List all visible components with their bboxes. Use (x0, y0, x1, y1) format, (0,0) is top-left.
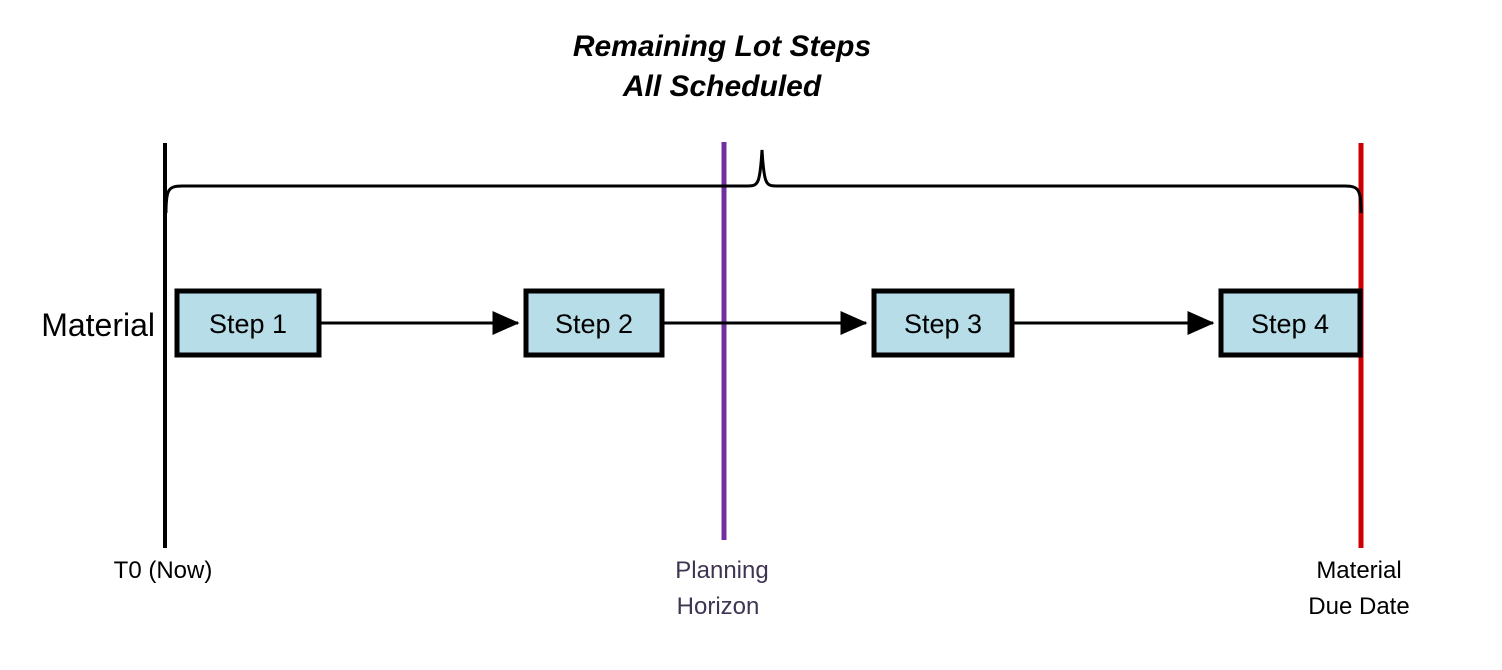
step-box-4-label: Step 4 (1251, 309, 1329, 339)
step-box-4-rect[interactable] (1218, 288, 1363, 358)
material-due-date-label-line-2: Due Date (1308, 593, 1409, 620)
step-box-3-label: Step 3 (904, 309, 982, 339)
remaining-lot-steps-brace (164, 149, 1363, 214)
diagram-title-line-1: Remaining Lot Steps (573, 30, 871, 63)
step-box-2[interactable]: Step 2 (523, 288, 665, 358)
step-box-2-rect[interactable] (523, 288, 665, 358)
planning-horizon-label-line-2: Horizon (677, 593, 760, 620)
row-label-material: Material (41, 307, 155, 343)
step-box-1-label: Step 1 (209, 309, 287, 339)
t0-now-label: T0 (Now) (114, 557, 213, 584)
diagram-title-line-2: All Scheduled (622, 70, 822, 103)
step-box-2-label: Step 2 (555, 309, 633, 339)
step-box-3-rect[interactable] (871, 288, 1015, 358)
step-box-1[interactable]: Step 1 (174, 288, 322, 358)
step-box-4[interactable]: Step 4 (1218, 288, 1363, 358)
planning-horizon-label-line-1: Planning (675, 557, 768, 584)
step-box-3[interactable]: Step 3 (871, 288, 1015, 358)
material-due-date-label-line-1: Material (1316, 557, 1401, 584)
step-box-1-rect[interactable] (174, 288, 322, 358)
